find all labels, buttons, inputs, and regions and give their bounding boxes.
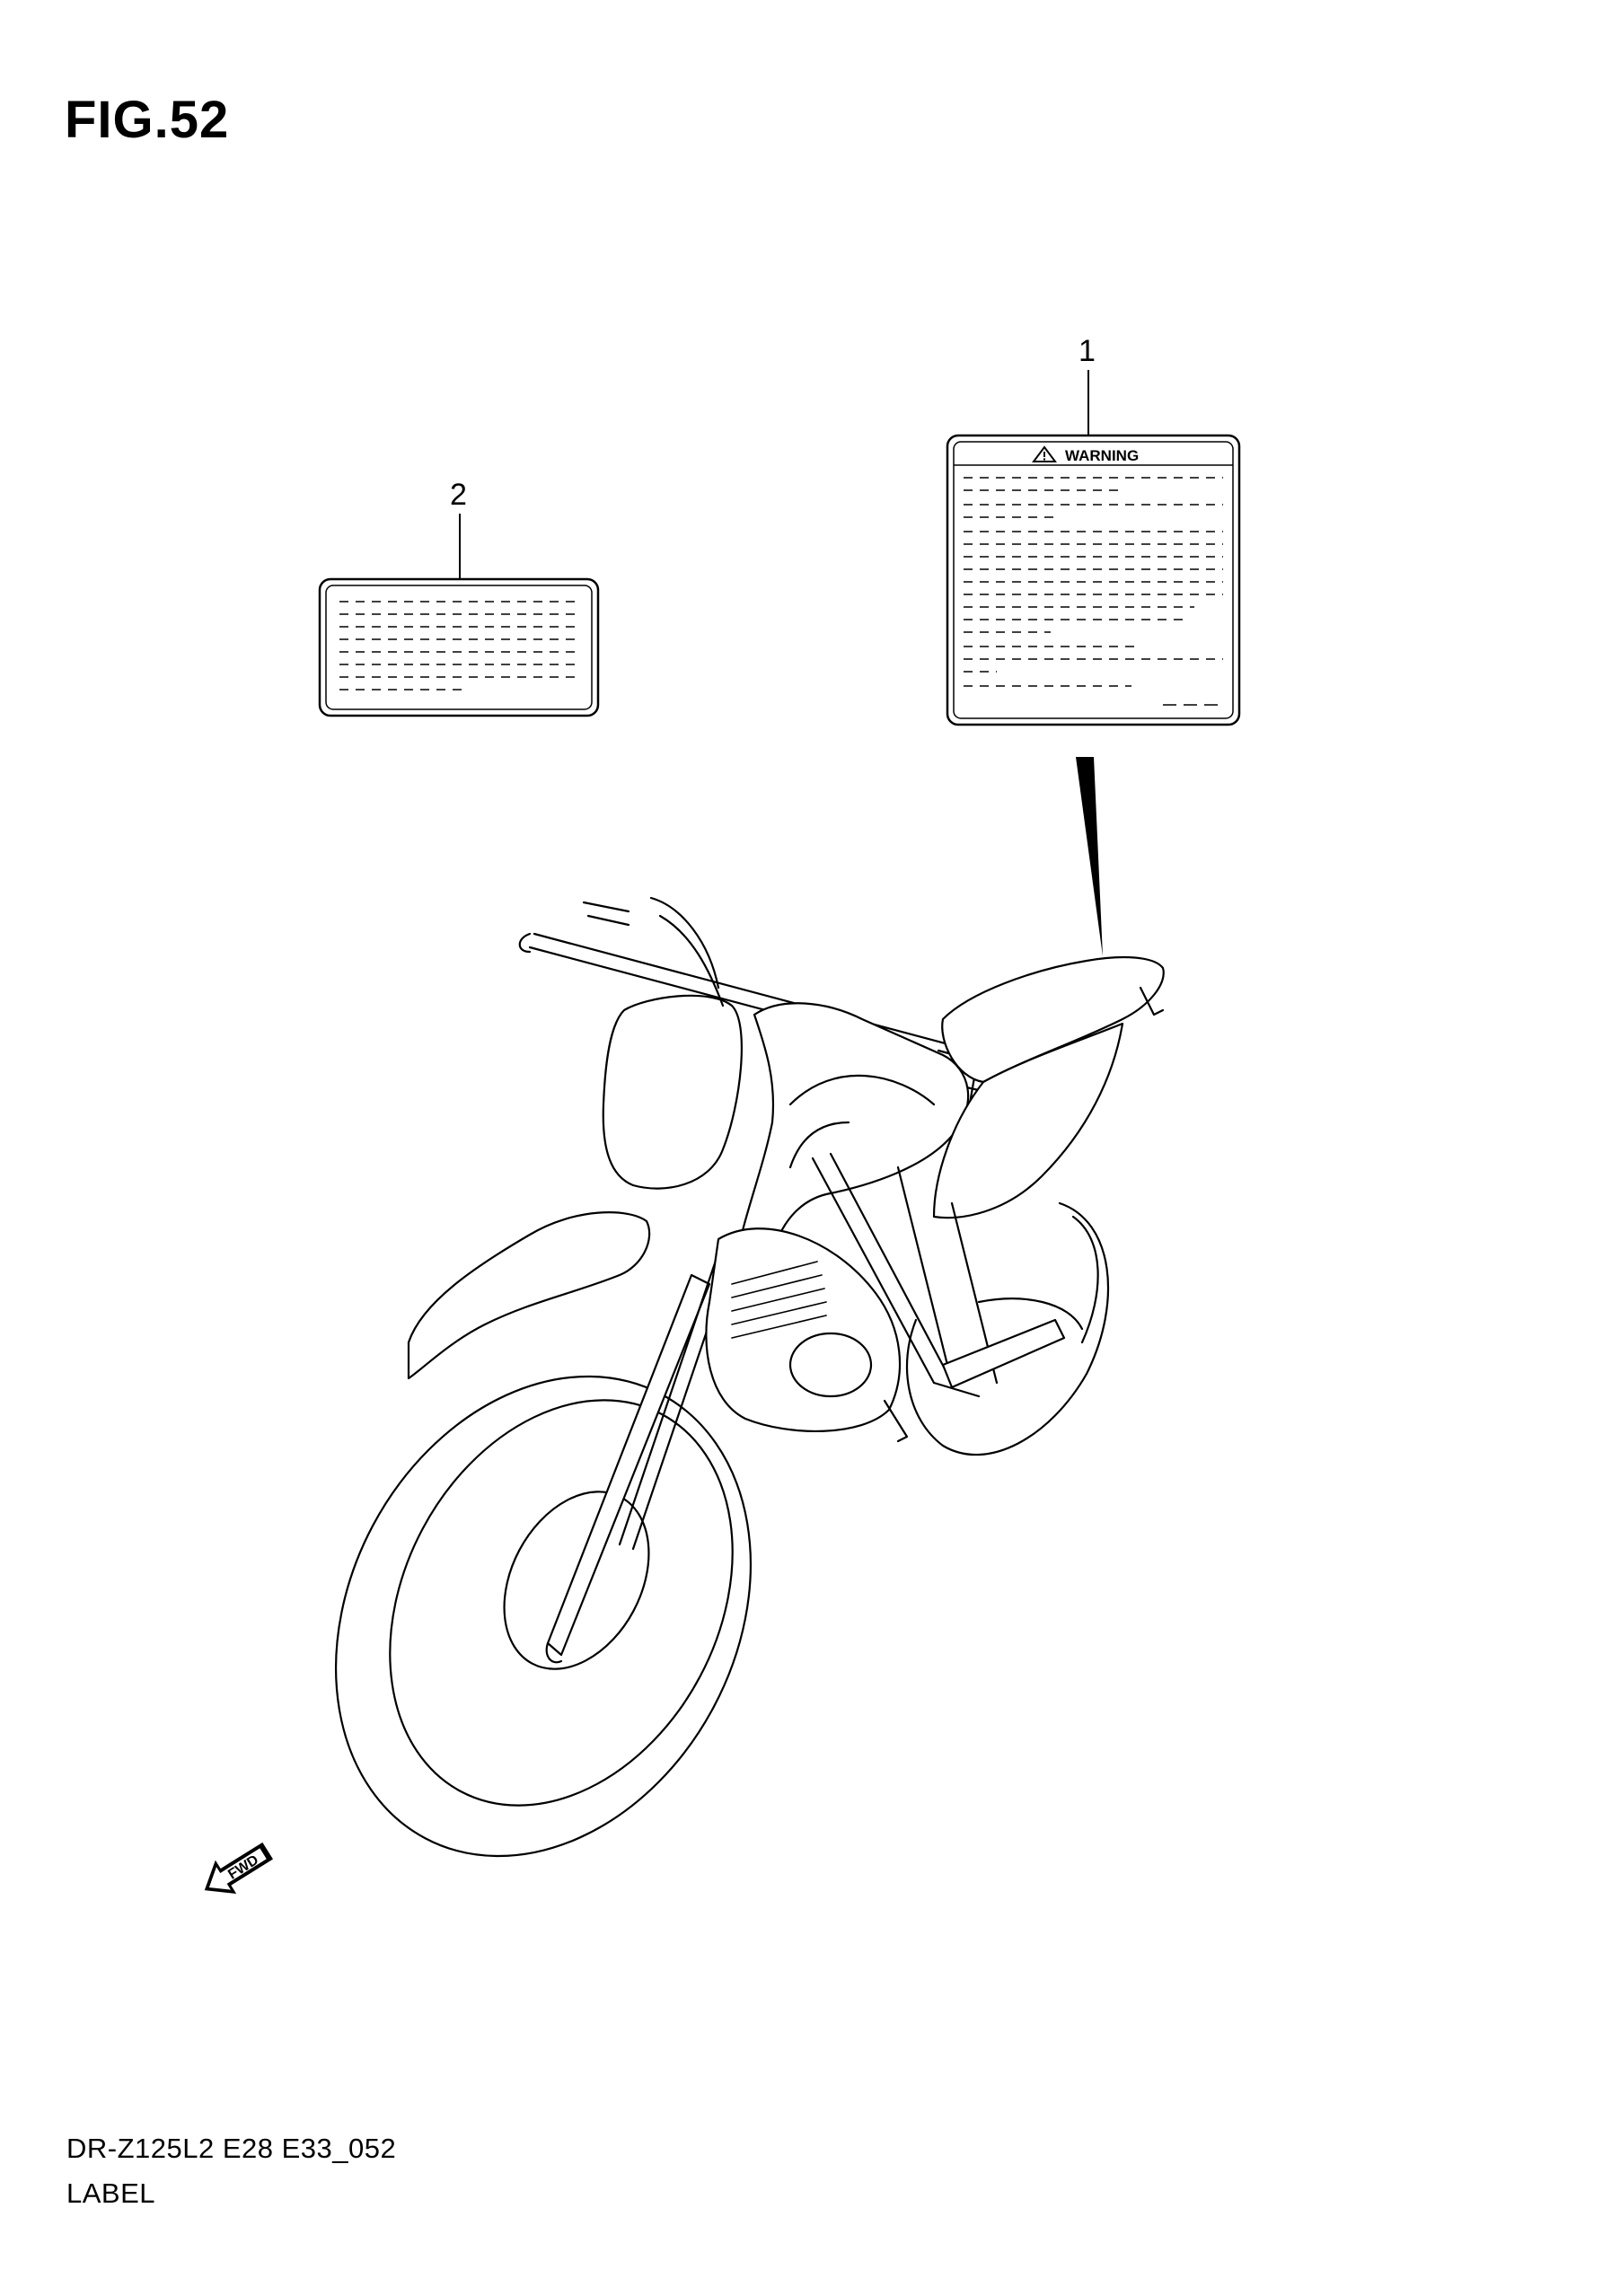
section-name: LABEL xyxy=(66,2177,156,2209)
callout-number-2: 2 xyxy=(450,478,467,512)
fwd-arrow-icon: FWD xyxy=(204,1842,273,1894)
label-2-sticker xyxy=(318,577,600,717)
location-pointer xyxy=(1076,757,1103,956)
model-code: DR-Z125L2 E28 E33_052 xyxy=(66,2133,397,2164)
figure-title: FIG.52 xyxy=(65,91,230,149)
warning-triangle-icon xyxy=(1032,445,1057,462)
motorcycle-drawing xyxy=(334,896,1165,1858)
callout-number-1: 1 xyxy=(1079,334,1096,368)
warning-heading: WARNING xyxy=(1065,447,1139,464)
label-1-warning-sticker xyxy=(946,434,1241,726)
